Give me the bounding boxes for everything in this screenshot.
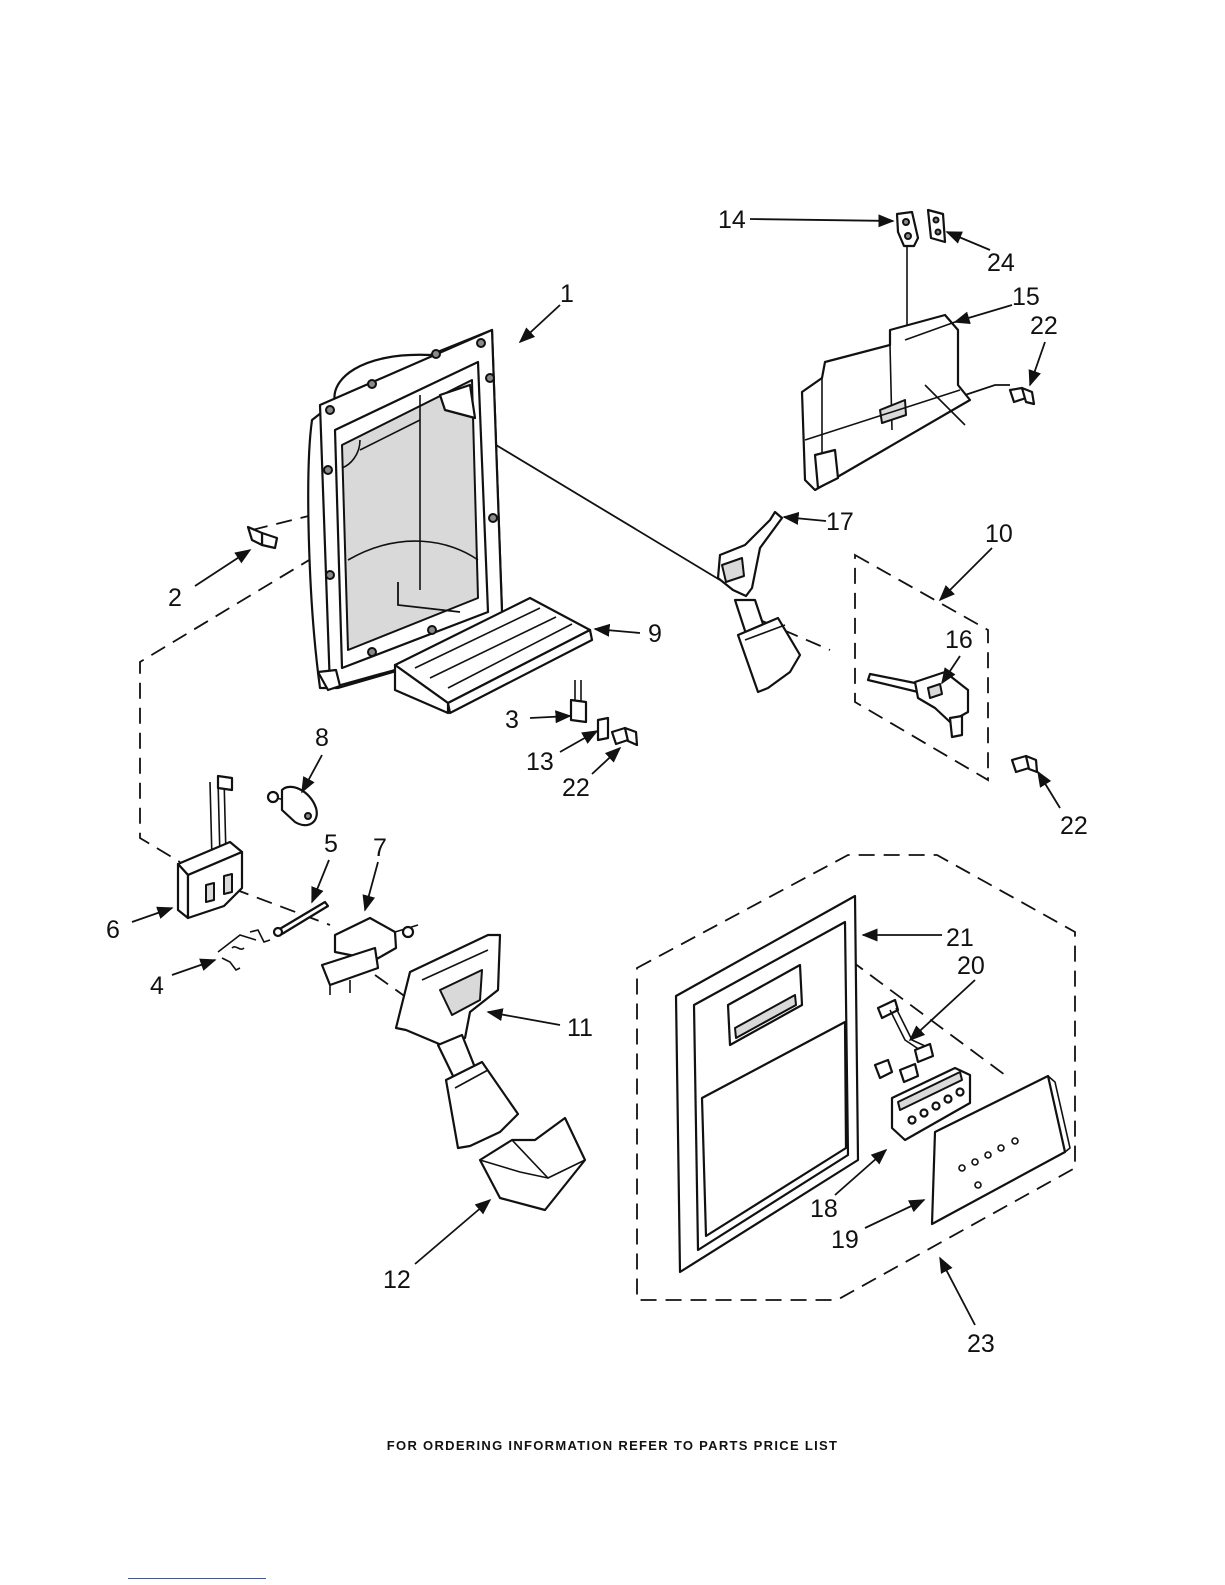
solenoid-8 [268,787,317,825]
callout-6: 6 [106,916,120,944]
callout-11: 11 [567,1014,593,1042]
callout-4: 4 [150,972,164,1000]
callout-14: 14 [718,206,746,234]
callout-13: 13 [526,748,554,776]
callout-12: 12 [383,1266,411,1294]
callout-10: 10 [985,520,1013,548]
callout-15: 15 [1012,283,1040,311]
bracket-15 [802,315,970,490]
water-lever-11 [396,935,518,1148]
callout-2: 2 [168,584,182,612]
callout-1: 1 [560,280,574,308]
module-6 [178,776,242,918]
callout-21: 21 [946,924,974,952]
screw-22-right [1012,756,1037,772]
callout-8: 8 [315,724,329,752]
wire-harness-20 [875,1000,933,1082]
callout-22-right: 22 [1060,812,1088,840]
insulator-24 [928,210,945,242]
callout-16: 16 [945,626,973,654]
spring-4 [218,930,270,970]
callout-24: 24 [987,249,1015,277]
screw-22-middle [612,728,637,745]
callout-3: 3 [505,706,519,734]
callout-23: 23 [967,1330,995,1358]
ice-lever-17 [718,512,800,692]
callout-7: 7 [373,834,387,862]
callout-9: 9 [648,620,662,648]
callout-18: 18 [810,1195,838,1223]
screw-2 [248,527,277,548]
clip-13 [598,718,608,740]
bracket-7 [322,918,418,995]
callout-17: 17 [826,508,854,536]
callout-20: 20 [957,952,985,980]
actuator-16 [868,672,968,737]
spring-3 [571,680,586,722]
switch-14 [897,212,918,330]
callout-5: 5 [324,830,338,858]
callout-19: 19 [831,1226,859,1254]
screw-22-top [1010,388,1034,404]
bottom-link-underline[interactable] [128,1578,266,1579]
callout-22-top: 22 [1030,312,1058,340]
footer-note: FOR ORDERING INFORMATION REFER TO PARTS … [0,1438,1225,1453]
callout-22-middle: 22 [562,774,590,802]
